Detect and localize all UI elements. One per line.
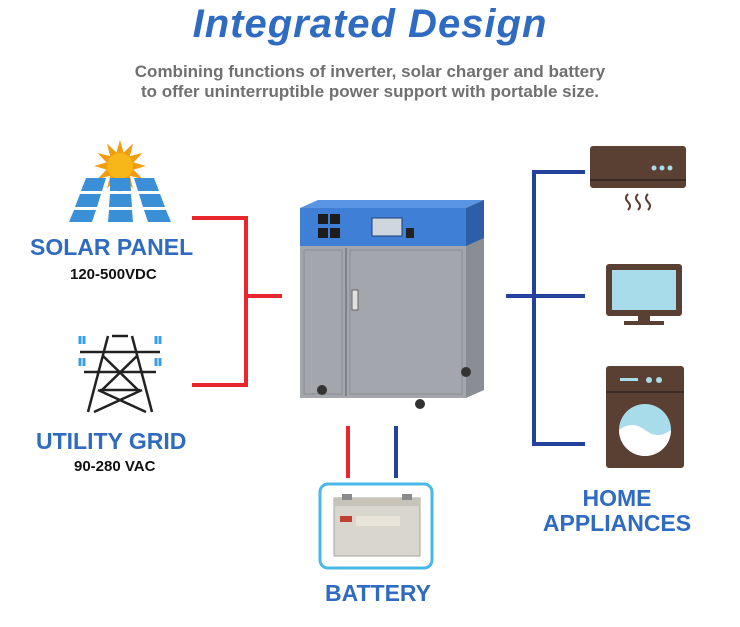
home-appliances-label: HOME APPLIANCES: [517, 486, 717, 536]
power-switch: [406, 228, 414, 238]
power-sockets: [318, 214, 340, 238]
air-conditioner-icon: [590, 146, 686, 211]
transmission-tower-icon: [78, 334, 162, 414]
input-wiring: [192, 216, 282, 387]
utility-grid-label: UTILITY GRID: [36, 428, 187, 454]
home-appliances-line-2: APPLIANCES: [542, 510, 692, 536]
solar-panel-label: SOLAR PANEL: [30, 234, 194, 260]
page-title: Integrated Design: [192, 2, 548, 46]
battery-wiring: [346, 426, 398, 478]
solar-panel-icon: [69, 140, 171, 222]
home-appliances-line-1: HOME: [582, 485, 652, 511]
cabinet-wheels: [317, 367, 471, 409]
battery-label: BATTERY: [324, 580, 432, 606]
utility-grid-spec: 90-280 VAC: [74, 458, 156, 475]
output-wiring: [506, 170, 585, 446]
page-subtitle: Combining functions of inverter, solar c…: [0, 62, 740, 102]
lcd-display: [371, 217, 403, 237]
subtitle-line-1: Combining functions of inverter, solar c…: [134, 62, 606, 81]
door-handle: [351, 289, 359, 311]
inverter-cabinet: [300, 200, 484, 409]
solar-panel-spec: 120-500VDC: [70, 266, 157, 283]
washing-machine-icon: [606, 366, 684, 468]
battery-icon: [318, 482, 434, 570]
monitor-icon: [606, 264, 682, 325]
subtitle-line-2: to offer uninterruptible power support w…: [140, 82, 600, 101]
